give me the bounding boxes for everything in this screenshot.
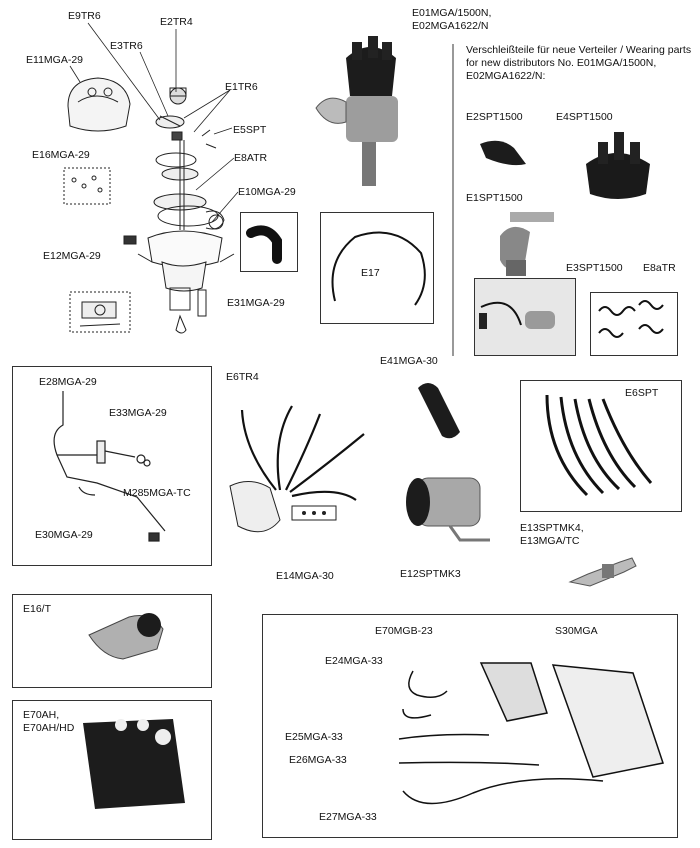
label-e17: E17 — [361, 267, 380, 279]
label-e26mga33: E26MGA-33 — [289, 754, 347, 766]
label-e70ah: E70AH, E70AH/HD — [23, 709, 75, 734]
condenser-photo — [474, 278, 576, 356]
label-e31mga29: E31MGA-29 — [227, 297, 285, 309]
label-e6spt: E6SPT — [625, 387, 659, 399]
e31-box — [240, 212, 298, 272]
label-e4spt1500: E4SPT1500 — [556, 111, 613, 123]
exploded-distributor-drawing — [63, 77, 235, 334]
label-e24mga33: E24MGA-33 — [325, 655, 383, 667]
spark-plug-photo — [568, 557, 637, 587]
plug-cap-photo — [418, 383, 460, 439]
label-e5spt: E5SPT — [233, 124, 267, 136]
battery-cables-box: E70MGB-23 S30MGA E24MGA-33 E25MGA-33 E26… — [262, 614, 678, 838]
label-s30mga: S30MGA — [555, 625, 598, 637]
label-e1spt1500: E1SPT1500 — [466, 192, 523, 204]
label-e11mga29: E11MGA-29 — [26, 54, 83, 66]
label-m285: M285MGA-TC — [123, 487, 191, 499]
label-e25mga33: E25MGA-33 — [285, 731, 343, 743]
label-e12mga29: E12MGA-29 — [43, 250, 101, 262]
label-e2tr4: E2TR4 — [160, 16, 193, 28]
battery-box: E70AH, E70AH/HD — [12, 700, 212, 840]
label-distributor: E01MGA/1500N, E02MGA1622/N — [412, 7, 492, 32]
wearing-parts-text: Verschleißteile für neue Verteiler / Wea… — [466, 44, 692, 82]
label-e28mga29: E28MGA-29 — [39, 376, 97, 388]
label-e10mga29: E10MGA-29 — [238, 186, 296, 198]
label-e16mga29: E16MGA-29 — [32, 149, 90, 161]
label-e1tr6: E1TR6 — [225, 81, 258, 93]
springs-box — [590, 292, 678, 356]
label-e9tr6: E9TR6 — [68, 10, 101, 22]
distributor-cap-photo — [586, 132, 650, 199]
distributor-photo — [315, 36, 398, 186]
rotor-arm-photo — [480, 140, 526, 166]
contact-breaker-photo — [500, 212, 554, 276]
ignition-coil-photo — [406, 477, 490, 542]
label-e33mga29: E33MGA-29 — [109, 407, 167, 419]
label-e8atr: E8ATR — [234, 152, 268, 164]
label-e30mga29: E30MGA-29 — [35, 529, 93, 541]
label-e41mga30: E41MGA-30 — [380, 355, 438, 367]
label-e3spt1500: E3SPT1500 — [566, 262, 623, 274]
label-e2spt1500: E2SPT1500 — [466, 111, 523, 123]
ht-lead-harness-drawing — [229, 405, 365, 533]
label-e14mga30: E14MGA-30 — [276, 570, 334, 582]
label-e27mga33: E27MGA-33 — [319, 811, 377, 823]
e6spt-box: E6SPT — [520, 380, 682, 512]
label-e8atr-small: E8aTR — [643, 262, 676, 274]
label-e13: E13SPTMK4, E13MGA/TC — [520, 522, 584, 547]
label-e12sptmk3: E12SPTMK3 — [400, 568, 461, 580]
e28-box: E28MGA-29 E33MGA-29 M285MGA-TC E30MGA-29 — [12, 366, 212, 566]
label-e6tr4: E6TR4 — [226, 371, 259, 383]
e16t-box: E16/T — [12, 594, 212, 688]
label-e70mgb23: E70MGB-23 — [375, 625, 433, 637]
e17-box: E17 — [320, 212, 434, 324]
label-e16t: E16/T — [23, 603, 52, 615]
